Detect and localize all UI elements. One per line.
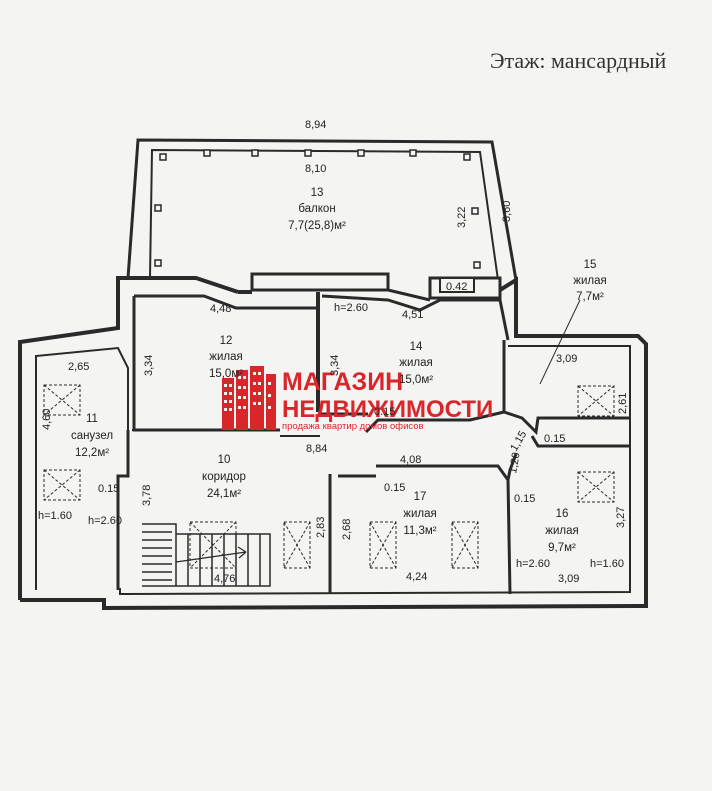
dim-label: 3,22 [456, 207, 468, 228]
room-name: жилая [545, 525, 578, 537]
dim-label: 3,09 [556, 353, 577, 365]
room-number: 16 [556, 508, 569, 520]
dim-label: h=2.60 [516, 558, 550, 570]
dimension-labels: 8,94 8,10 3,22 3,60 4,48 h=2.60 4,51 0.4… [38, 119, 629, 585]
dim-label: h=2.60 [334, 302, 368, 314]
room-number: 10 [218, 454, 231, 466]
dim-label: h=2.60 [88, 515, 122, 527]
room-14-label: 14 жилая 15,0м² [399, 341, 433, 386]
room-16-label: 16 жилая 9,7м² [545, 508, 578, 554]
dim-label: 2,65 [68, 361, 89, 373]
dim-label: 8,94 [305, 119, 326, 131]
room-name: жилая [403, 508, 436, 520]
room-name: жилая [399, 357, 432, 369]
floor-title: Этаж: мансардный [490, 48, 667, 73]
dim-label: 1,15 [508, 429, 529, 454]
dim-label: 0.15 [514, 493, 535, 505]
room-13-label: 13 балкон 7,7(25,8)м² [288, 187, 346, 232]
dim-label: 4,48 [210, 303, 231, 315]
dim-label: 4,24 [406, 571, 427, 583]
dim-label: 0.15 [374, 406, 395, 418]
room-name: санузел [71, 430, 113, 442]
room-area: 15,0м² [209, 368, 243, 380]
room-area: 11,3м² [403, 525, 436, 537]
dim-label: h=1.60 [38, 510, 72, 522]
room-name: жилая [209, 351, 242, 363]
room-number: 13 [311, 187, 324, 199]
room-name: коридор [202, 471, 246, 483]
dim-label: 3,09 [558, 573, 579, 585]
room-15-label: 15 жилая 7,7м² [573, 259, 606, 303]
room-number: 15 [584, 259, 597, 271]
dim-label: 3,78 [141, 485, 153, 506]
dim-label: 3,27 [615, 507, 627, 528]
dim-label: 4,08 [400, 454, 421, 466]
dim-label: 0.15 [544, 433, 565, 445]
room-name: жилая [573, 275, 606, 287]
dim-label: 8,84 [306, 443, 327, 455]
room-name: балкон [298, 203, 335, 215]
room-area: 7,7(25,8)м² [288, 220, 346, 232]
watermark-line2: НЕДВИЖИМОСТИ [282, 396, 493, 423]
room-labels: 13 балкон 7,7(25,8)м² 12 жилая 15,0м² 14… [71, 187, 607, 554]
dim-label: 4,60 [41, 409, 53, 430]
walls [18, 138, 648, 611]
dim-label: 3,34 [329, 355, 341, 376]
dim-label: 3,60 [501, 201, 513, 222]
room-10-label: 10 коридор 24,1м² [202, 454, 246, 500]
dim-label: 0.15 [98, 483, 119, 495]
dim-label: 3,34 [143, 355, 155, 376]
room-area: 9,7м² [548, 542, 576, 554]
room-11-label: 11 санузел 12,2м² [71, 413, 113, 459]
watermark-tagline: продажа квартир домов офисов [282, 421, 424, 432]
room-number: 12 [220, 335, 233, 347]
dim-label: 4,76 [214, 573, 235, 585]
room-area: 24,1м² [207, 488, 241, 500]
room-12-label: 12 жилая 15,0м² [209, 335, 243, 380]
room-number: 17 [414, 491, 427, 503]
watermark-line1: МАГАЗИН [282, 368, 403, 396]
watermark-logo: МАГАЗИН НЕДВИЖИМОСТИ продажа квартир дом… [222, 366, 493, 432]
dim-label: 0.42 [446, 281, 467, 293]
dim-label: h=1.60 [590, 558, 624, 570]
room-number: 11 [86, 413, 98, 425]
dim-label: 8,10 [305, 163, 326, 175]
room-area: 12,2м² [75, 447, 109, 459]
room-17-label: 17 жилая 11,3м² [403, 491, 437, 537]
room-area: 7,7м² [576, 291, 604, 303]
dim-label: 2,83 [315, 517, 327, 538]
dim-label: 2,68 [341, 519, 353, 540]
room-area: 15,0м² [399, 374, 433, 386]
room-number: 14 [410, 341, 423, 353]
dim-label: 1,20 [507, 451, 523, 474]
dim-label: 0.15 [384, 482, 405, 494]
dim-label: 2,61 [617, 393, 629, 414]
dim-label: 4,51 [402, 309, 423, 321]
building-icon [222, 366, 276, 430]
